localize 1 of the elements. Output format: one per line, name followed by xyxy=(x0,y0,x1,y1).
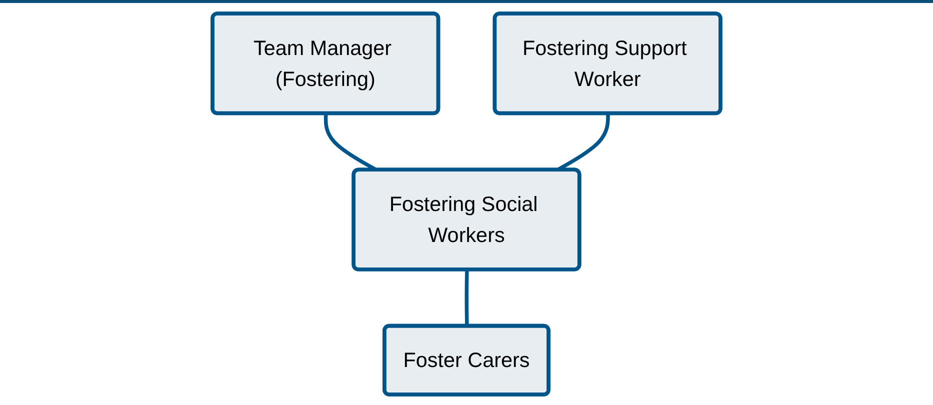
connector xyxy=(464,270,469,326)
